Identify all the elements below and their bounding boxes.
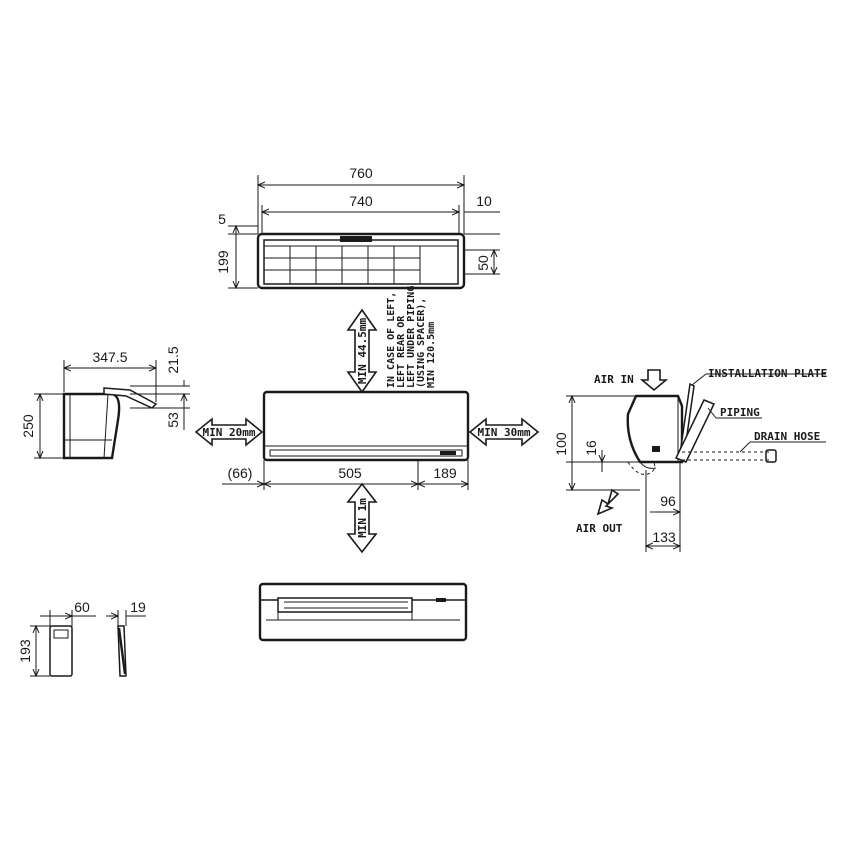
air-in-arrow [639, 369, 669, 392]
piping-label: PIPING [720, 406, 760, 419]
dim-760: 760 [349, 165, 373, 181]
dim-66: (66) [228, 465, 253, 481]
dim-100: 100 [553, 432, 569, 456]
air-in-label: AIR IN [594, 373, 634, 386]
clearance-bottom-arrow [346, 482, 378, 554]
clearance-note-line-2: LEFT REAR OR [396, 315, 407, 388]
clearance-right-label: MIN 30mm [478, 426, 531, 439]
dim-96: 96 [660, 493, 676, 509]
dim-19: 19 [130, 599, 146, 615]
dim-189: 189 [433, 465, 457, 481]
clearance-bottom-label: MIN 1m [356, 498, 369, 538]
front-view: MIN 44.5mm IN CASE OF LEFT, LEFT REAR OR… [194, 286, 540, 554]
clearance-note-line-4: (USING SPACER), [416, 298, 427, 388]
dim-60: 60 [74, 599, 90, 615]
left-side-view: 347.5 21.5 53 250 [20, 346, 190, 460]
dim-21-5: 21.5 [165, 346, 181, 373]
front-unit [262, 390, 470, 462]
clearance-left-arrow [194, 417, 264, 447]
dim-250: 250 [20, 414, 36, 438]
clearance-note-line-1: IN CASE OF LEFT, [386, 292, 397, 388]
dim-199: 199 [215, 250, 231, 274]
dim-740: 740 [349, 193, 373, 209]
clearance-note-line-3: LEFT UNDER PIPING [406, 286, 417, 388]
dim-193: 193 [17, 639, 33, 663]
louver-open [627, 461, 656, 475]
dim-53: 53 [165, 412, 181, 428]
right-side-unit [626, 394, 684, 469]
clearance-top-label: MIN 44.5mm [356, 318, 369, 385]
air-out-label: AIR OUT [576, 522, 623, 535]
air-out-arrow [596, 488, 620, 516]
top-view: 760 740 10 5 199 50 [215, 165, 500, 290]
dim-10: 10 [476, 193, 492, 209]
clearance-right-arrow [468, 417, 540, 447]
dim-505: 505 [338, 465, 362, 481]
clearance-left-label: MIN 20mm [203, 426, 256, 439]
left-side-unit [62, 387, 158, 460]
dim-5: 5 [218, 211, 226, 227]
piping [674, 399, 716, 463]
drain-hose-label: DRAIN HOSE [754, 430, 820, 443]
clearance-top-arrow [346, 308, 378, 394]
dim-347-5: 347.5 [92, 349, 127, 365]
remote-control: 60 19 193 [17, 599, 146, 676]
drain-hose [682, 449, 777, 463]
top-view-unit [256, 232, 466, 290]
clearance-note: IN CASE OF LEFT, LEFT REAR OR LEFT UNDER… [386, 286, 437, 388]
bottom-view [258, 582, 468, 642]
dim-133: 133 [652, 529, 676, 545]
dim-16: 16 [583, 440, 599, 456]
clearance-note-line-5: MIN 120.5mm [426, 322, 437, 388]
dim-50: 50 [475, 255, 491, 271]
right-side-view: AIR IN INSTALLATION PLATE PIPING DRAIN H… [553, 367, 827, 552]
installation-plate-label: INSTALLATION PLATE [708, 367, 827, 380]
